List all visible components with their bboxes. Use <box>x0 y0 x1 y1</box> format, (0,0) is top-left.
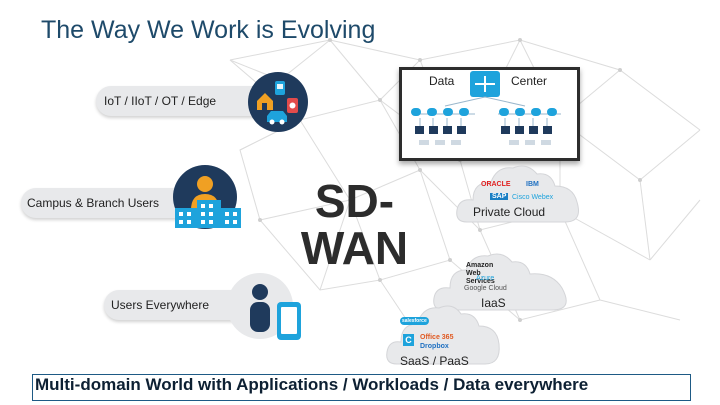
iaas-label: IaaS <box>481 296 506 310</box>
saas-logo-salesforce: salesforce <box>400 317 429 325</box>
saas-logo-dropbox: Dropbox <box>420 343 449 350</box>
iaas-cloud-shape <box>433 253 567 311</box>
private-logo-oracle: ORACLE <box>481 181 511 188</box>
sdwan-label: SD- WAN <box>292 178 417 272</box>
iaas-logo-aws: Amazon Web Services <box>466 262 495 285</box>
campus-users-icon <box>173 165 241 229</box>
everywhere-label: Users Everywhere <box>111 298 210 312</box>
data-center-label-left: Data <box>429 74 455 88</box>
iaas-logo-azure: Azure <box>476 275 495 282</box>
footer-caption: Multi-domain World with Applications / W… <box>35 375 589 394</box>
saas-logo-office: Office 365 <box>420 334 454 341</box>
private-logo-webex: Cisco Webex <box>512 194 554 201</box>
sdwan-line-1: SD- <box>314 175 395 227</box>
private-logo-ibm: IBM <box>526 181 539 188</box>
iaas-logo-google: Google Cloud <box>464 285 507 292</box>
private-cloud-shape <box>456 165 579 223</box>
mobile-user-icon <box>227 273 301 340</box>
footer-caption-box: Multi-domain World with Applications / W… <box>32 374 691 401</box>
saas-logo-c-icon: C <box>403 334 414 346</box>
private-cloud-label: Private Cloud <box>473 205 546 219</box>
campus-label: Campus & Branch Users <box>27 196 160 210</box>
iot-label: IoT / IIoT / OT / Edge <box>104 94 217 108</box>
private-logo-sap: SAP <box>490 193 509 200</box>
data-center-label-right: Center <box>511 74 548 88</box>
iot-devices-icon <box>248 72 308 132</box>
sdwan-line-2: WAN <box>300 222 409 274</box>
saas-cloud-shape <box>386 305 500 365</box>
page-title: The Way We Work is Evolving <box>41 16 376 44</box>
data-center-topology-icon <box>411 71 561 145</box>
saas-label: SaaS / PaaS <box>400 354 469 368</box>
